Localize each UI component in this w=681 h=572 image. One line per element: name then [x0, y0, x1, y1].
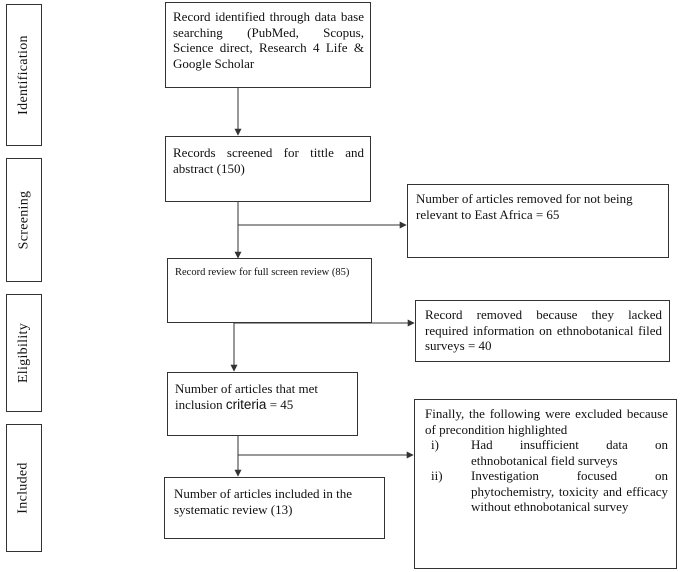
screened-records-text: Records screened for tittle and abstract…: [173, 145, 364, 176]
met-criteria-text: Number of articles that met inclusion cr…: [175, 381, 351, 412]
identified-records-box: Record identified through data base sear…: [165, 2, 371, 88]
excluded-item-1-text: Had insufficient data on ethnobotanical …: [471, 437, 668, 468]
identified-records-text: Record identified through data base sear…: [173, 9, 364, 71]
excluded-item-1-number: i): [431, 437, 439, 452]
met-criteria-suffix: = 45: [266, 396, 294, 412]
screened-records-box: Records screened for tittle and abstract…: [165, 136, 371, 202]
excluded-item-1: i) Had insufficient data on ethnobotanic…: [425, 437, 668, 468]
removed-relevance-box: Number of articles removed for not being…: [407, 184, 669, 258]
removed-info-box: Record removed because they lacked requi…: [415, 300, 670, 362]
full-review-box: Record review for full screen review (85…: [167, 258, 372, 323]
included-final-box: Number of articles included in the syste…: [164, 477, 385, 539]
met-criteria-prefix: Number of articles that met inclusion: [175, 381, 318, 412]
met-criteria-word: criteria: [225, 396, 267, 412]
removed-info-text: Record removed because they lacked requi…: [425, 307, 662, 353]
excluded-item-2-number: ii): [431, 468, 443, 483]
full-review-text: Record review for full screen review (85…: [175, 267, 350, 278]
excluded-box: Finally, the following were excluded bec…: [414, 399, 677, 569]
included-final-text: Number of articles included in the syste…: [174, 486, 352, 517]
met-criteria-box: Number of articles that met inclusion cr…: [167, 372, 358, 436]
stage-included: Included: [6, 424, 42, 552]
stage-identification: Identification: [6, 4, 42, 146]
stage-screening: Screening: [6, 158, 42, 282]
excluded-item-2-text: Investigation focused on phytochemistry,…: [471, 468, 668, 514]
excluded-intro-text: Finally, the following were excluded bec…: [425, 406, 668, 437]
excluded-item-2: ii) Investigation focused on phytochemis…: [425, 468, 668, 515]
removed-relevance-text: Number of articles removed for not being…: [416, 191, 633, 222]
stage-eligibility: Eligibility: [6, 294, 42, 412]
